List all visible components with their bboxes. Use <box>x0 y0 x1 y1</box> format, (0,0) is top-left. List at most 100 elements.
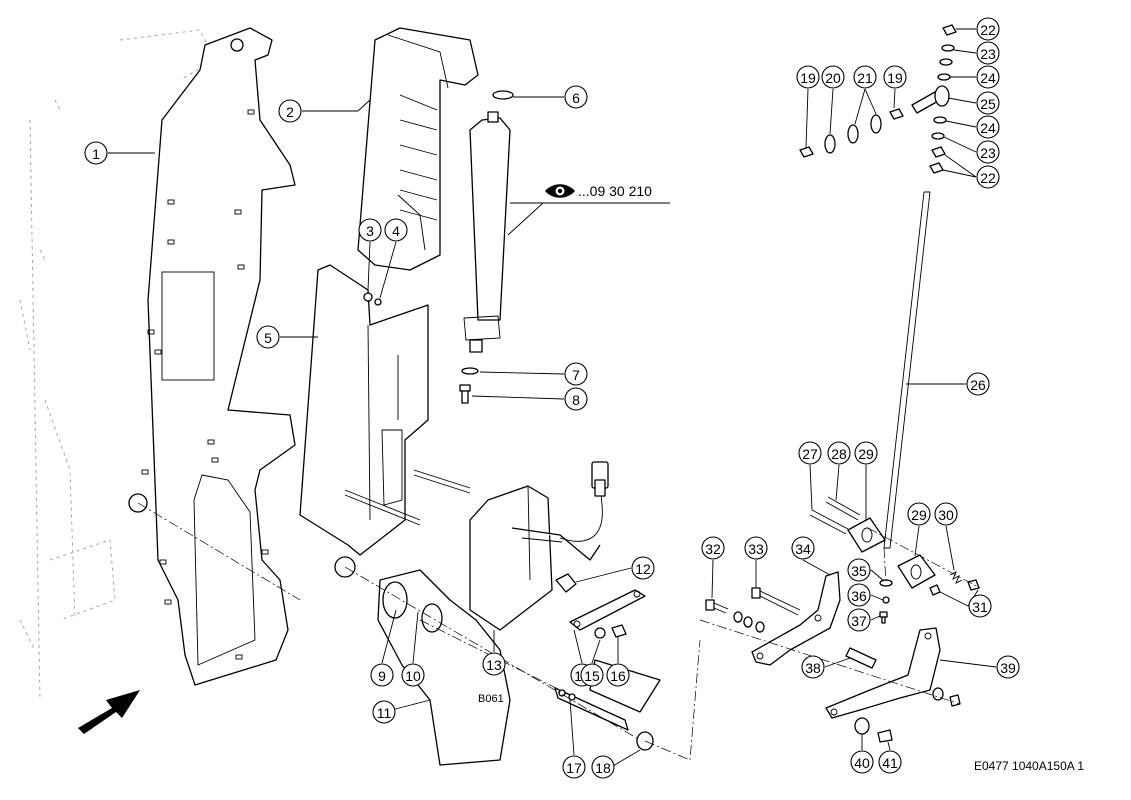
svg-text:15: 15 <box>584 668 600 684</box>
callout-17: 17 <box>562 755 586 779</box>
svg-text:12: 12 <box>635 561 651 577</box>
callout-24-top: 24 <box>976 65 1000 89</box>
callout-13: 13 <box>482 652 506 676</box>
callout-22-top: 22 <box>976 17 1000 41</box>
part-30-31-spring-nut <box>929 571 980 596</box>
svg-text:10: 10 <box>405 668 421 684</box>
svg-text:34: 34 <box>795 541 811 557</box>
svg-text:13: 13 <box>486 657 502 673</box>
callout-1: 1 <box>84 141 108 165</box>
svg-text:22: 22 <box>980 170 996 186</box>
callout-23-bottom: 23 <box>976 140 1000 164</box>
callout-29-right: 29 <box>907 502 931 526</box>
cable-and-plug <box>559 461 609 542</box>
svg-text:6: 6 <box>572 90 580 106</box>
part-29-clamp-blocks <box>847 517 936 589</box>
svg-text:28: 28 <box>831 446 847 462</box>
top-washers-nuts <box>929 24 957 174</box>
parts-35-36-37 <box>879 579 893 624</box>
callout-31: 31 <box>968 594 992 618</box>
background-machine-outline <box>19 29 216 701</box>
eye-icon <box>545 184 575 198</box>
svg-text:8: 8 <box>572 392 580 408</box>
part-32-33-bolts <box>705 587 801 616</box>
callout-22-bottom: 22 <box>976 165 1000 189</box>
callout-19-left: 19 <box>796 65 820 89</box>
callout-18: 18 <box>591 755 615 779</box>
svg-text:18: 18 <box>595 760 611 776</box>
drawing-code: E0477 1040A150A 1 <box>974 759 1084 773</box>
callout-40: 40 <box>850 750 874 774</box>
svg-text:5: 5 <box>264 330 272 346</box>
svg-text:9: 9 <box>378 668 386 684</box>
callout-16: 16 <box>606 663 630 687</box>
callout-38: 38 <box>801 655 825 679</box>
part-1-studs <box>141 109 269 660</box>
svg-text:33: 33 <box>748 541 764 557</box>
svg-text:32: 32 <box>705 541 721 557</box>
callout-fifteen: 15 <box>580 663 604 687</box>
callout-26: 26 <box>966 372 990 396</box>
part-39-lever <box>825 627 941 719</box>
svg-text:31: 31 <box>972 599 988 615</box>
part-38-spacer <box>845 647 877 669</box>
leader-lines <box>108 28 997 767</box>
callout-2: 2 <box>278 99 302 123</box>
callout-27: 27 <box>798 441 822 465</box>
svg-text:30: 30 <box>938 507 954 523</box>
callout-6: 6 <box>564 85 588 109</box>
svg-text:19: 19 <box>800 70 816 86</box>
part-26-rod <box>883 191 931 549</box>
callout-11: 11 <box>372 700 396 724</box>
part-15-16-washer-nut <box>594 624 627 639</box>
svg-text:22: 22 <box>980 22 996 38</box>
svg-text:3: 3 <box>366 223 374 239</box>
part-13-housing <box>469 485 601 631</box>
svg-text:20: 20 <box>825 70 841 86</box>
part-14-link-plate <box>569 589 646 631</box>
callout-41: 41 <box>878 750 902 774</box>
callout-28: 28 <box>827 441 851 465</box>
rods <box>344 469 471 526</box>
callout-21: 21 <box>853 65 877 89</box>
actuator-cylinder <box>463 111 511 353</box>
callout-8: 8 <box>564 387 588 411</box>
cross-reference: ...09 30 210 <box>545 183 652 199</box>
svg-text:36: 36 <box>851 588 867 604</box>
callout-7: 7 <box>564 362 588 386</box>
callout-19-right: 19 <box>883 65 907 89</box>
direction-arrow-icon <box>78 690 140 734</box>
part-1-side-plate <box>128 27 296 686</box>
parts-27-28-bolts <box>809 496 861 535</box>
callout-24-bottom: 24 <box>976 115 1000 139</box>
small-hardware-upper <box>363 90 514 404</box>
callout-25: 25 <box>976 91 1000 115</box>
svg-text:40: 40 <box>854 755 870 771</box>
svg-text:24: 24 <box>980 120 996 136</box>
callout-10: 10 <box>401 663 425 687</box>
svg-text:17: 17 <box>566 760 582 776</box>
svg-text:7: 7 <box>572 367 580 383</box>
callout-12: 12 <box>631 556 655 580</box>
callout-4: 4 <box>384 218 408 242</box>
callout-33: 33 <box>744 536 768 560</box>
detail-label: B061 <box>478 693 504 705</box>
callout-39: 39 <box>996 655 1020 679</box>
part-5-inner-panel <box>299 264 429 578</box>
callout-30: 30 <box>934 502 958 526</box>
svg-text:41: 41 <box>882 755 898 771</box>
svg-text:4: 4 <box>392 223 400 239</box>
svg-text:16: 16 <box>610 668 626 684</box>
callout-20: 20 <box>821 65 845 89</box>
part-2-louvres <box>399 94 438 221</box>
svg-text:26: 26 <box>970 377 986 393</box>
callout-29-left: 29 <box>854 441 878 465</box>
callout-34: 34 <box>791 536 815 560</box>
svg-text:24: 24 <box>980 70 996 86</box>
svg-text:23: 23 <box>980 46 996 62</box>
svg-text:29: 29 <box>858 446 874 462</box>
part-25-eye-bolt <box>911 85 950 114</box>
svg-text:...09 30 210: ...09 30 210 <box>578 183 652 199</box>
callout-35: 35 <box>847 558 871 582</box>
